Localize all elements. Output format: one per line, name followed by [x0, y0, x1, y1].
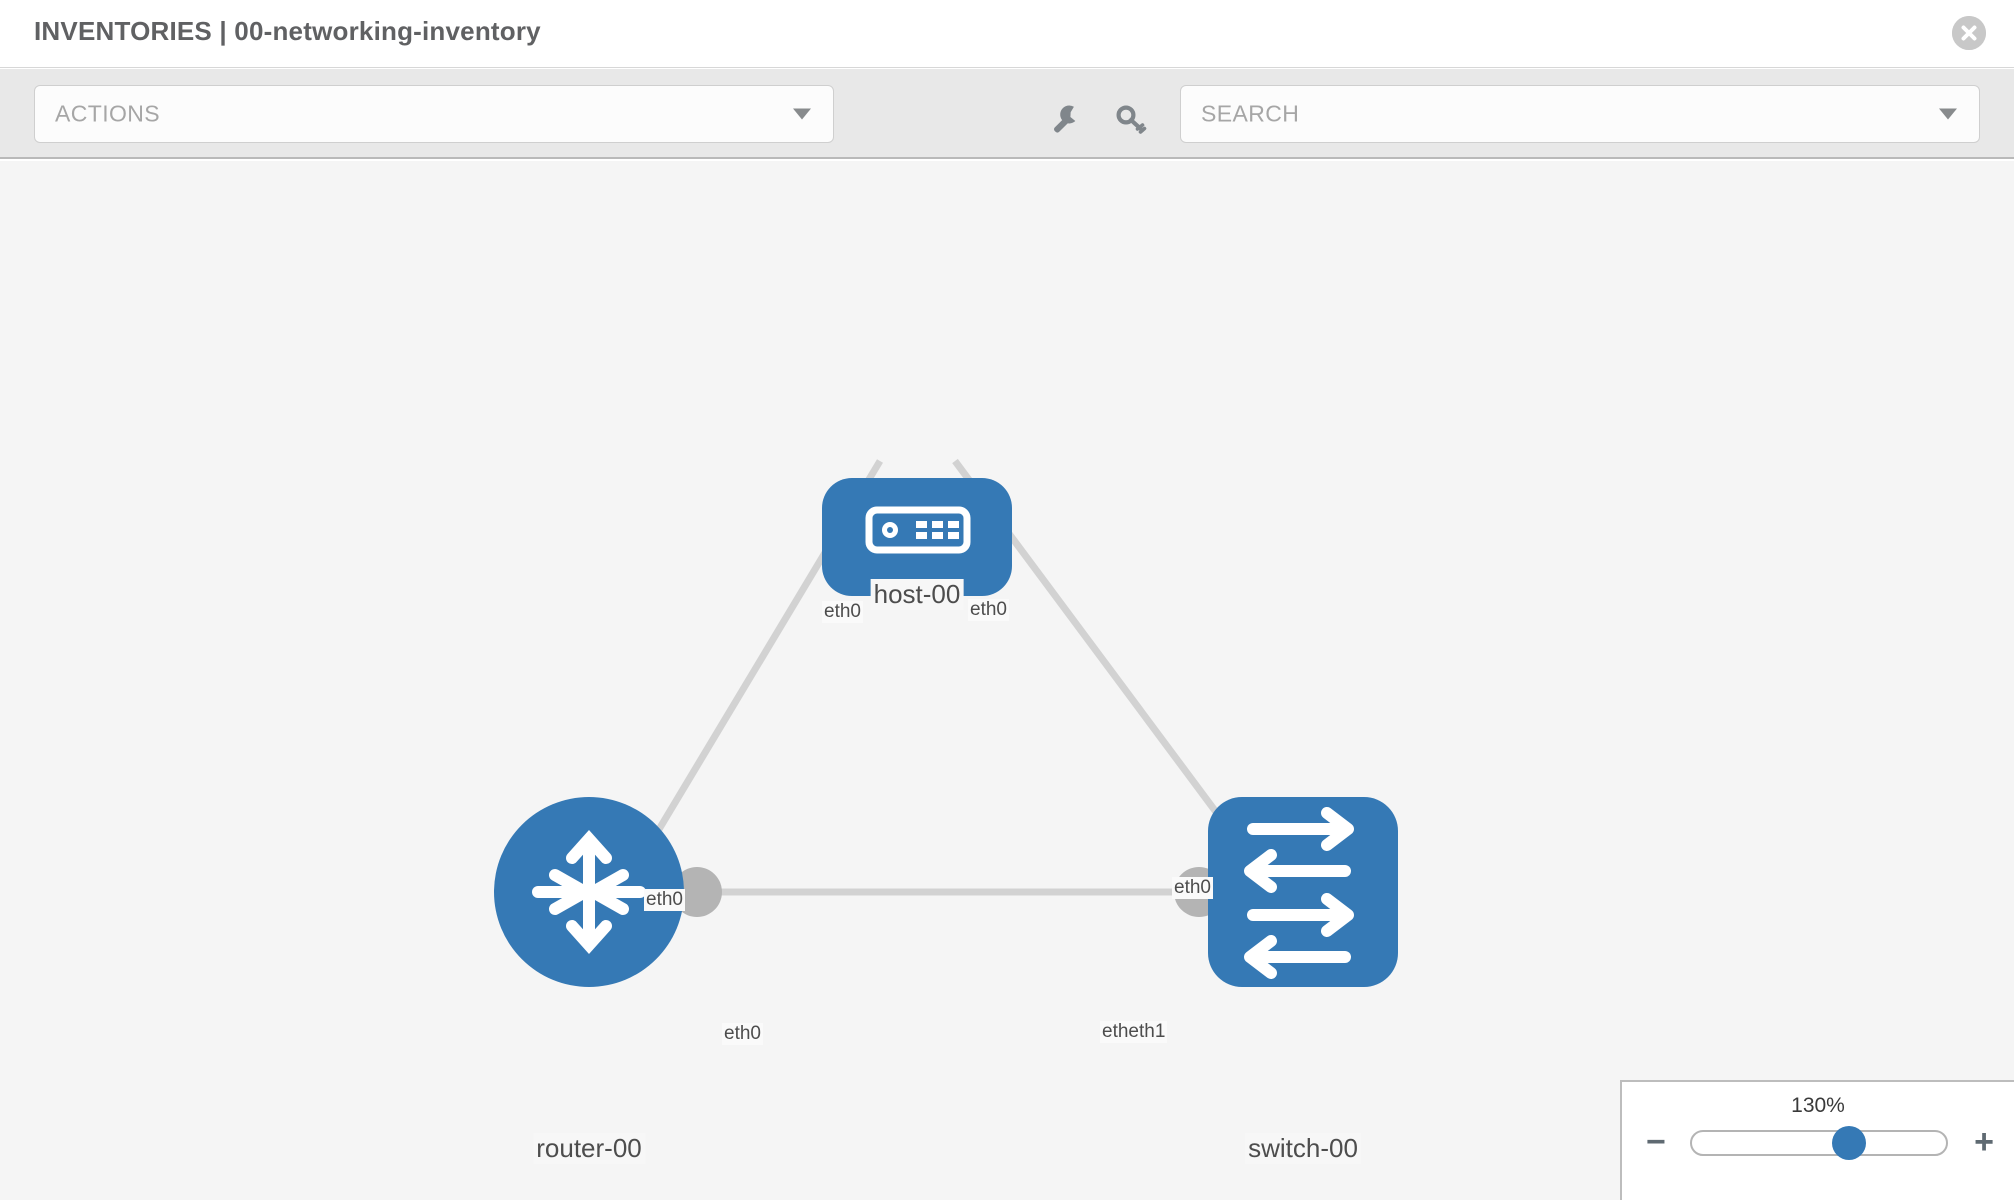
zoom-in-button[interactable]: + — [1974, 1123, 1994, 1161]
wrench-icon[interactable] — [1047, 101, 1083, 137]
zoom-slider[interactable] — [1690, 1126, 1948, 1160]
node-host-00[interactable] — [822, 478, 1012, 596]
edge-label-switch-host-port: eth0 — [1172, 877, 1213, 899]
actions-dropdown-label: ACTIONS — [55, 100, 161, 127]
edge-label-router-switch-port: eth0 — [722, 1023, 763, 1045]
actions-dropdown[interactable]: ACTIONS — [34, 85, 834, 143]
edge-label-switch-router-port: etheth1 — [1100, 1021, 1168, 1043]
zoom-percent-label: 130% — [1791, 1094, 1845, 1117]
search-placeholder: SEARCH — [1201, 100, 1300, 127]
topology-canvas[interactable]: host-00 router-00 switch-00 eth0 eth0 et… — [0, 161, 2014, 1200]
zoom-control-panel: 130% − + — [1620, 1080, 2014, 1200]
switch-arrows-icon — [1244, 807, 1354, 979]
zoom-out-button[interactable]: − — [1646, 1123, 1666, 1161]
toolbar: ACTIONS SEARCH — [0, 69, 2014, 159]
key-icon[interactable] — [1113, 101, 1149, 137]
chevron-down-icon[interactable] — [1939, 108, 1957, 120]
node-label-switch: switch-00 — [1245, 1133, 1361, 1164]
close-icon[interactable] — [1952, 16, 1986, 50]
edge-label-host-router-port: eth0 — [822, 601, 863, 623]
page-title: INVENTORIES | 00-networking-inventory — [34, 16, 541, 46]
edge-label-router-host-port: eth0 — [644, 889, 685, 911]
node-label-host: host-00 — [870, 579, 964, 610]
page-header: INVENTORIES | 00-networking-inventory — [0, 0, 2014, 68]
node-label-router: router-00 — [533, 1133, 645, 1164]
router-arrows-icon — [532, 830, 646, 954]
edge-label-host-switch-port: eth0 — [968, 599, 1009, 621]
node-router-00[interactable] — [494, 797, 684, 987]
server-icon — [865, 506, 971, 554]
chevron-down-icon — [793, 108, 811, 120]
node-switch-00[interactable] — [1208, 797, 1398, 987]
topology-graph — [494, 458, 1398, 987]
zoom-slider-thumb[interactable] — [1832, 1126, 1867, 1160]
search-input[interactable]: SEARCH — [1180, 85, 1980, 143]
